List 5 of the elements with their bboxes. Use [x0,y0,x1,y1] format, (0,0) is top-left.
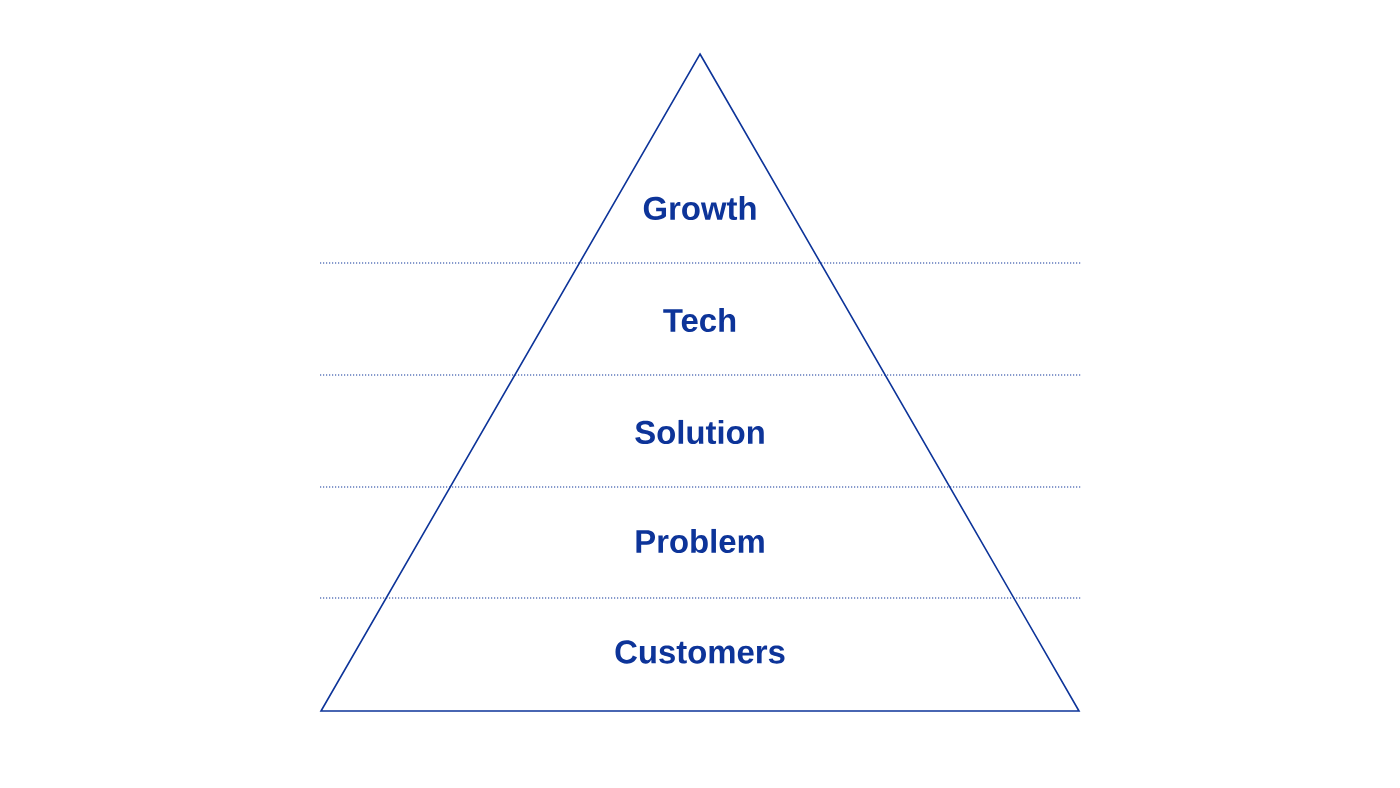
layer-label: Problem [636,528,764,554]
layer-label: Growth [643,195,756,221]
layer-label: Solution [635,419,764,445]
layer-label: Customers [615,640,785,664]
layer-label: Tech [663,307,736,333]
